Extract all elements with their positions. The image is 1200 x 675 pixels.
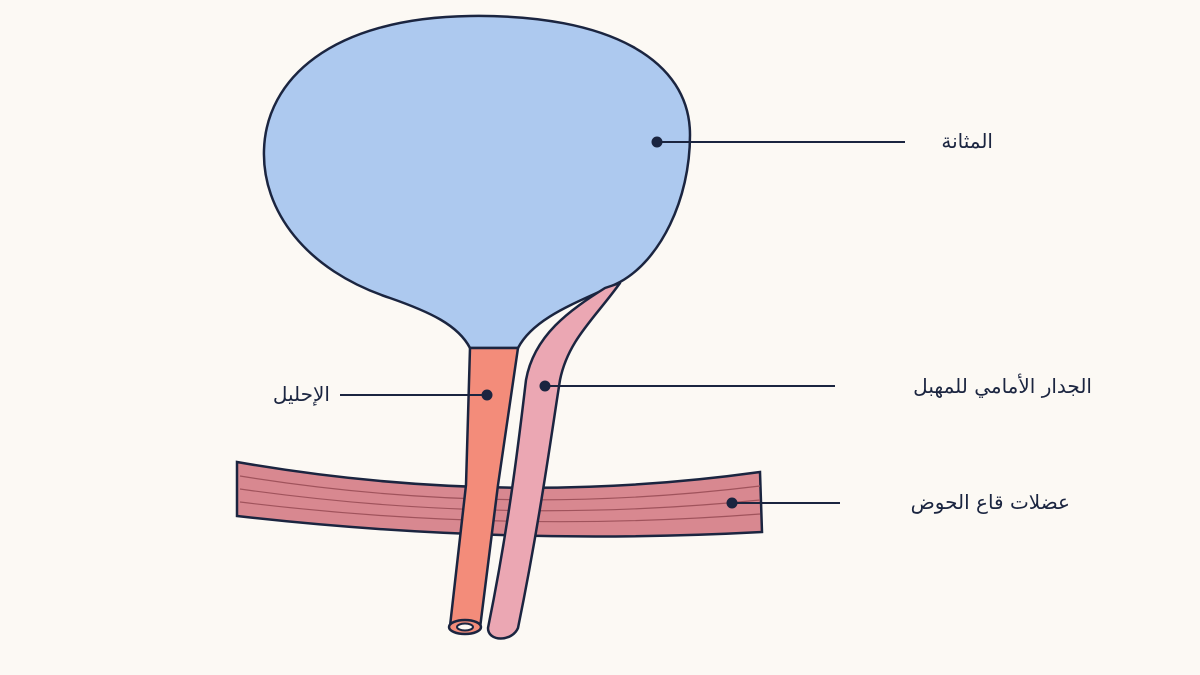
- pelvic-floor-leader-dot: [726, 497, 738, 509]
- anterior-vaginal-wall: [486, 281, 622, 640]
- pelvic-floor-muscles: [235, 460, 764, 538]
- urethra-label: الإحليل: [272, 382, 330, 406]
- bladder-leader-dot: [651, 136, 663, 148]
- leader-lines: [340, 136, 905, 509]
- bladder-label: المثانة: [941, 129, 993, 153]
- bladder-shape: [262, 14, 692, 350]
- urethra-tube: [447, 346, 520, 636]
- vaginal-wall-leader-dot: [539, 380, 551, 392]
- pelvic-floor-muscles-label: عضلات قاع الحوض: [910, 490, 1070, 514]
- urethra-leader-dot: [481, 389, 493, 401]
- anterior-vaginal-wall-label: الجدار الأمامي للمهبل: [913, 374, 1092, 398]
